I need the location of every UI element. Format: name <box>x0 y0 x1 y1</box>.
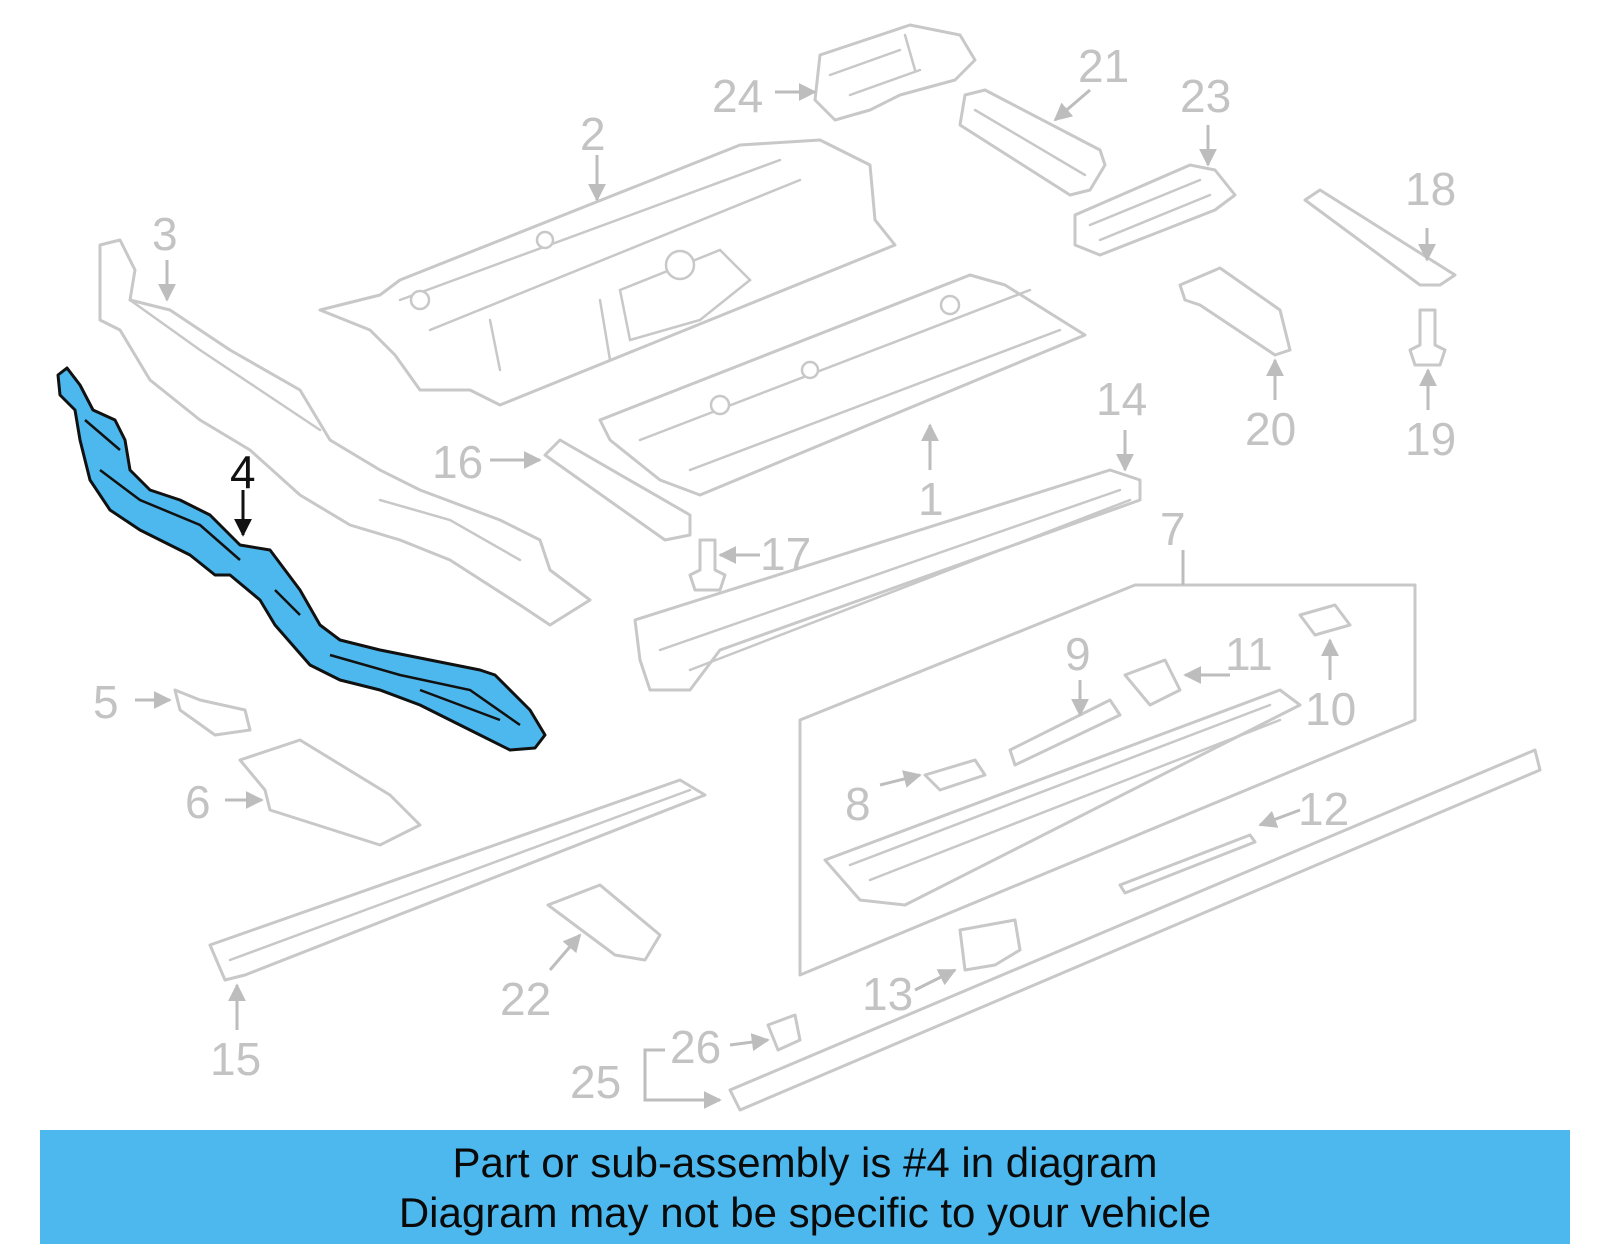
label-11: 11 <box>1225 628 1273 680</box>
label-6: 6 <box>185 776 211 828</box>
part-23[interactable] <box>1073 163 1237 257</box>
label-10: 10 <box>1305 683 1356 735</box>
part-22[interactable] <box>546 883 662 962</box>
part-16[interactable] <box>543 438 692 542</box>
label-4: 4 <box>230 446 256 498</box>
part-19[interactable] <box>1408 308 1447 367</box>
label-15: 15 <box>210 1033 261 1085</box>
label-3: 3 <box>152 208 178 260</box>
label-2: 2 <box>580 108 606 160</box>
label-17: 17 <box>760 528 811 580</box>
banner-line-1: Part or sub-assembly is #4 in diagram <box>452 1139 1158 1186</box>
part-2[interactable] <box>318 138 897 407</box>
part-18[interactable] <box>1303 188 1457 287</box>
banner-line-2: Diagram may not be specific to your vehi… <box>398 1189 1212 1236</box>
label-23: 23 <box>1180 70 1231 122</box>
label-26: 26 <box>670 1021 721 1073</box>
part-14[interactable] <box>633 468 1142 692</box>
label-20: 20 <box>1245 403 1296 455</box>
part-5[interactable] <box>173 688 252 737</box>
label-1: 1 <box>918 473 944 525</box>
part-24[interactable] <box>813 23 977 122</box>
label-22: 22 <box>500 973 551 1025</box>
label-8: 8 <box>845 778 871 830</box>
label-16: 16 <box>432 436 483 488</box>
label-12: 12 <box>1298 783 1349 835</box>
label-21: 21 <box>1078 40 1129 92</box>
label-24: 24 <box>712 70 763 122</box>
label-18: 18 <box>1405 163 1456 215</box>
part-15[interactable] <box>208 778 707 982</box>
label-25: 25 <box>570 1056 621 1108</box>
label-9: 9 <box>1065 628 1091 680</box>
label-7: 7 <box>1160 503 1186 555</box>
part-4-highlighted[interactable] <box>56 366 547 752</box>
part-21[interactable] <box>958 88 1107 197</box>
label-14: 14 <box>1096 373 1147 425</box>
label-5: 5 <box>93 676 119 728</box>
part-6[interactable] <box>238 738 422 847</box>
part-13[interactable] <box>958 918 1022 972</box>
part-12[interactable] <box>1118 833 1257 895</box>
label-13: 13 <box>862 968 913 1020</box>
part-17[interactable] <box>688 538 727 592</box>
part-25[interactable] <box>728 748 1542 1112</box>
info-banner: Part or sub-assembly is #4 in diagram Di… <box>40 1130 1570 1244</box>
label-19: 19 <box>1405 413 1456 465</box>
part-20[interactable] <box>1178 266 1292 357</box>
part-7-group[interactable] <box>798 583 1417 977</box>
part-3[interactable] <box>98 238 592 627</box>
part-26[interactable] <box>766 1013 802 1052</box>
part-1[interactable] <box>598 273 1087 497</box>
